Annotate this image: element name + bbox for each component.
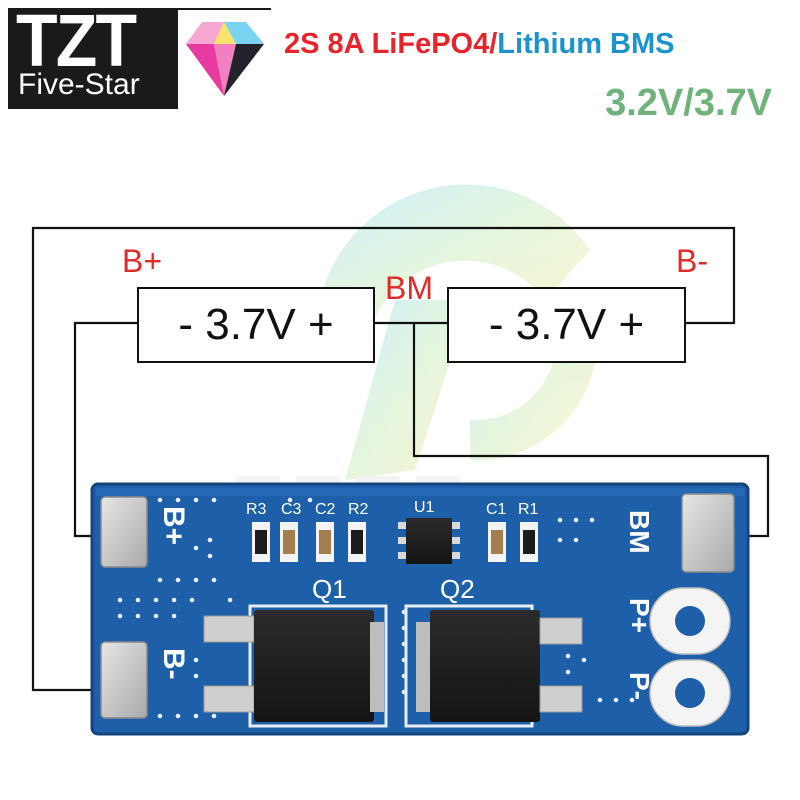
mosfet-q1 (203, 604, 388, 728)
pad-p-plus (649, 587, 731, 655)
battery-cell-2: - 3.7V + (447, 287, 686, 363)
silk-c3: C3 (281, 501, 302, 518)
diamond-icon (186, 22, 264, 96)
ic-u1 (398, 518, 460, 564)
title-type: Lithium BMS (497, 28, 675, 60)
silk-c1: C1 (486, 501, 507, 518)
silkscreen: R3 C3 C2 R2 U1 C1 R1 Q1 Q2 B+ B- BM P+ P… (157, 499, 655, 700)
silk-c2: C2 (315, 501, 336, 518)
voltage-title: 3.2V/3.7V (605, 82, 772, 124)
silk-p-plus: P+ (624, 598, 655, 633)
silk-q2: Q2 (440, 574, 475, 604)
label-b-plus: B+ (122, 243, 163, 279)
label-bm: BM (385, 270, 433, 306)
silk-b-plus: B+ (157, 506, 190, 545)
logo-brand-text: TZT (16, 0, 137, 82)
silk-u1: U1 (414, 499, 435, 516)
brand-logo: TZT Five-Star (8, 4, 271, 109)
logo-tagline: Five-Star (18, 68, 140, 101)
logo-gem-panel (178, 10, 271, 109)
silk-q1: Q1 (312, 574, 347, 604)
battery-cell-1: - 3.7V + (137, 287, 375, 363)
pad-b-plus (100, 496, 148, 568)
bms-board (90, 482, 750, 736)
silk-r1: R1 (518, 501, 539, 518)
product-title: 2S 8A LiFePO4/Lithium BMS (284, 30, 675, 59)
title-model: 2S 8A LiFePO4 (284, 28, 490, 60)
title-separator: / (489, 28, 498, 60)
silk-bm: BM (624, 510, 655, 554)
pad-bm (681, 493, 735, 573)
silk-r2: R2 (348, 501, 369, 518)
pad-p-minus (649, 659, 731, 727)
silk-r3: R3 (246, 501, 267, 518)
smd-components (252, 522, 538, 562)
silk-p-minus: P- (624, 672, 655, 700)
silk-b-minus: B- (157, 648, 190, 680)
mosfet-q2 (404, 604, 583, 728)
wire-b-minus-loop (31, 226, 736, 692)
label-b-minus: B- (676, 243, 708, 279)
pad-b-minus (100, 641, 148, 719)
